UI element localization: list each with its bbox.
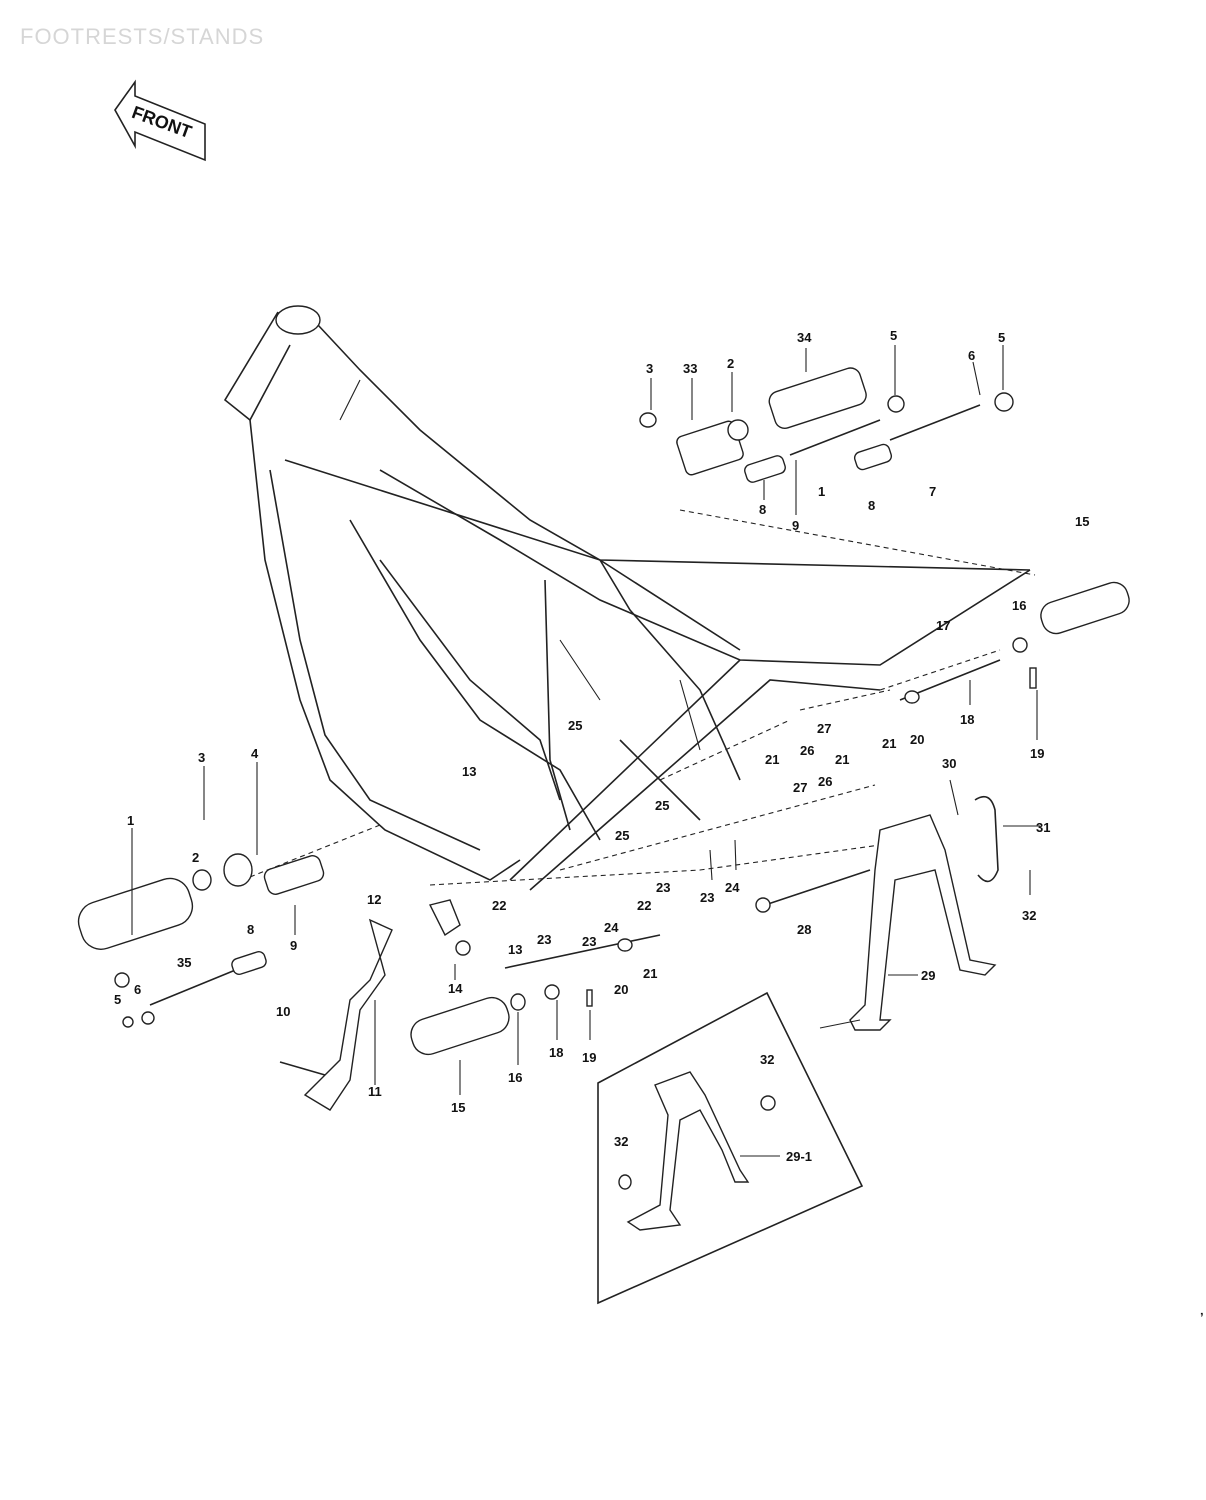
callout-21-right: 21	[882, 736, 896, 751]
callout-3-left: 3	[198, 750, 205, 765]
callout-35: 35	[177, 955, 191, 970]
callout-9-top: 9	[792, 518, 799, 533]
footrest-peg-left	[410, 934, 661, 1056]
callout-4-left: 4	[251, 746, 259, 761]
callout-12: 12	[367, 892, 381, 907]
callout-27-a: 27	[817, 721, 831, 736]
callout-5-left: 5	[114, 992, 121, 1007]
callout-2-top: 2	[727, 356, 734, 371]
callout-15-right: 15	[1075, 514, 1089, 529]
callout-24-a: 24	[604, 920, 619, 935]
callout-30: 30	[942, 756, 956, 771]
frame-body	[223, 305, 1031, 891]
inset-stand-variant	[597, 991, 864, 1305]
front-arrow-icon: FRONT	[114, 79, 206, 162]
callout-21-b: 21	[765, 752, 779, 767]
callout-16-right: 16	[1012, 598, 1026, 613]
callout-29: 29	[921, 968, 935, 983]
callout-20-left: 20	[614, 982, 628, 997]
callout-21-c: 21	[835, 752, 849, 767]
callout-5-top: 5	[890, 328, 897, 343]
callout-26-a: 26	[800, 743, 814, 758]
callout-24-b: 24	[725, 880, 740, 895]
callout-15-left: 15	[451, 1100, 465, 1115]
callout-13-a: 13	[462, 764, 476, 779]
callout-1-top: 1	[818, 484, 825, 499]
leader-lines	[229, 509, 1036, 886]
callout-8-top: 8	[759, 502, 766, 517]
side-stand-left	[279, 899, 471, 1111]
callout-25-b: 25	[655, 798, 669, 813]
callout-leaders	[131, 345, 1040, 1157]
callout-22-a: 22	[492, 898, 506, 913]
callout-18-left: 18	[549, 1045, 563, 1060]
front-footrest-assembly-left	[77, 853, 325, 1028]
callout-34: 34	[797, 330, 812, 345]
callout-32-inset-b: 32	[614, 1134, 628, 1149]
callout-29-1: 29-1	[786, 1149, 812, 1164]
callout-21-left: 21	[643, 966, 657, 981]
callout-11: 11	[368, 1084, 382, 1099]
callout-23-a: 23	[537, 932, 551, 947]
center-stand	[755, 795, 999, 1031]
callout-10: 10	[276, 1004, 290, 1019]
callout-31: 31	[1036, 820, 1050, 835]
callout-1-left: 1	[127, 813, 134, 828]
callout-28: 28	[797, 922, 811, 937]
page-mark: ʼ	[1200, 1310, 1204, 1325]
callout-9-left: 9	[290, 938, 297, 953]
callout-23-d: 23	[700, 890, 714, 905]
rear-footrest-assembly-right	[639, 367, 1014, 483]
callout-23-b: 23	[582, 934, 596, 949]
callout-19-right: 19	[1030, 746, 1044, 761]
callout-32-right: 32	[1022, 908, 1036, 923]
callout-16-left: 16	[508, 1070, 522, 1085]
callout-5b-top: 5	[998, 330, 1005, 345]
callout-17-right: 17	[936, 618, 950, 633]
callout-8-left: 8	[247, 922, 254, 937]
callout-6-top: 6	[968, 348, 975, 363]
callout-32-inset-a: 32	[760, 1052, 774, 1067]
front-label: FRONT	[129, 102, 194, 142]
callout-20-right: 20	[910, 732, 924, 747]
footrest-peg-right	[899, 581, 1130, 704]
callout-labels: 3 33 2 34 5 6 5 8 1 9 8 7 15 16 17 18 19…	[114, 328, 1204, 1325]
callout-25-c: 25	[615, 828, 629, 843]
callout-14: 14	[448, 981, 463, 996]
callout-7-top: 7	[929, 484, 936, 499]
callout-3-top: 3	[646, 361, 653, 376]
callout-27-b: 27	[793, 780, 807, 795]
callout-8b-top: 8	[868, 498, 875, 513]
page-title: FOOTRESTS/STANDS	[20, 24, 265, 49]
callout-25-a: 25	[568, 718, 582, 733]
callout-13-b: 13	[508, 942, 522, 957]
callout-33: 33	[683, 361, 697, 376]
callout-26-b: 26	[818, 774, 832, 789]
callout-6-left: 6	[134, 982, 141, 997]
callout-22-b: 22	[637, 898, 651, 913]
callout-2-left: 2	[192, 850, 199, 865]
callout-19-left: 19	[582, 1050, 596, 1065]
callout-23-c: 23	[656, 880, 670, 895]
callout-18-right: 18	[960, 712, 974, 727]
